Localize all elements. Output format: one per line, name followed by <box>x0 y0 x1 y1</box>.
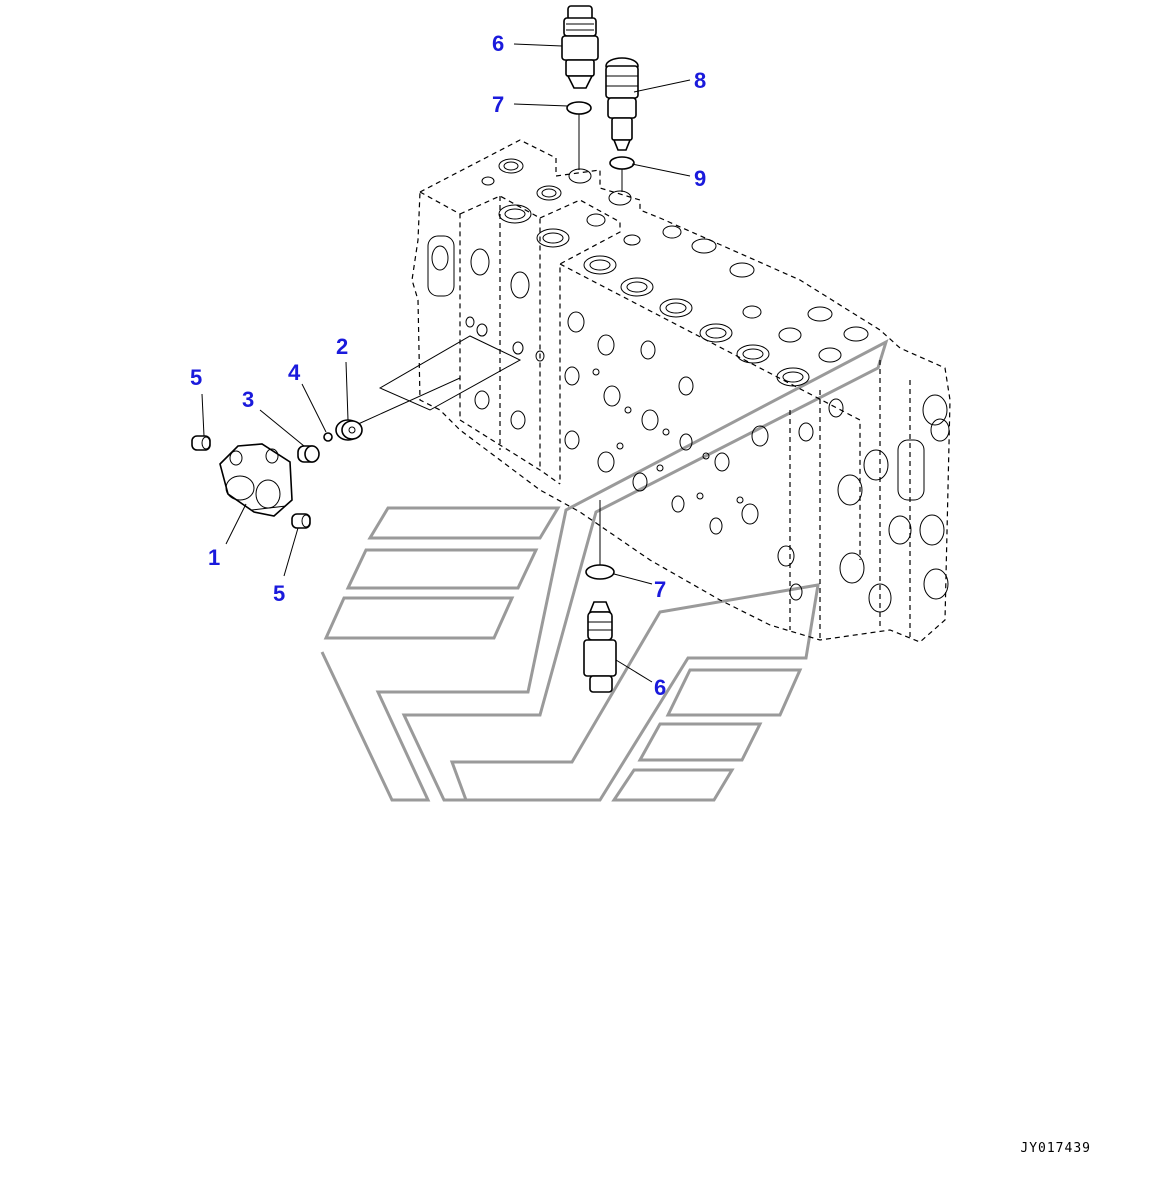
callout-6-bottom: 6 <box>654 675 666 700</box>
callout-5-lower: 5 <box>273 581 285 606</box>
control-valve-block <box>411 139 951 643</box>
part-6-relief-valve-top <box>561 5 599 89</box>
callout-2: 2 <box>336 334 348 359</box>
part-8-valve <box>605 57 639 151</box>
watermark-logo <box>320 338 889 802</box>
callout-3: 3 <box>242 387 254 412</box>
part-2-plug <box>335 419 363 441</box>
callout-5-upper: 5 <box>190 365 202 390</box>
callout-4: 4 <box>288 360 301 385</box>
callout-7-bottom: 7 <box>654 577 666 602</box>
callout-7-top: 7 <box>492 92 504 117</box>
callout-6-top: 6 <box>492 31 504 56</box>
part-7-o-ring-bottom <box>585 564 615 580</box>
drawing-id: JY017439 <box>1020 1141 1091 1156</box>
part-1-housing <box>219 443 293 517</box>
part-9-o-ring <box>609 156 635 170</box>
callout-1: 1 <box>208 545 220 570</box>
callout-8: 8 <box>694 68 706 93</box>
part-6-relief-valve-bottom <box>583 601 617 693</box>
part-7-o-ring-top <box>566 101 592 115</box>
part-3-spacer <box>297 445 320 463</box>
part-5-bolt-upper <box>191 435 211 451</box>
callout-9: 9 <box>694 166 706 191</box>
part-5-bolt-lower <box>291 513 311 529</box>
callout-leaders <box>201 43 691 683</box>
callouts: 6 8 7 9 2 4 5 3 1 5 7 6 <box>190 31 706 700</box>
assembly-lines <box>355 112 623 565</box>
part-4-ball <box>323 432 333 442</box>
